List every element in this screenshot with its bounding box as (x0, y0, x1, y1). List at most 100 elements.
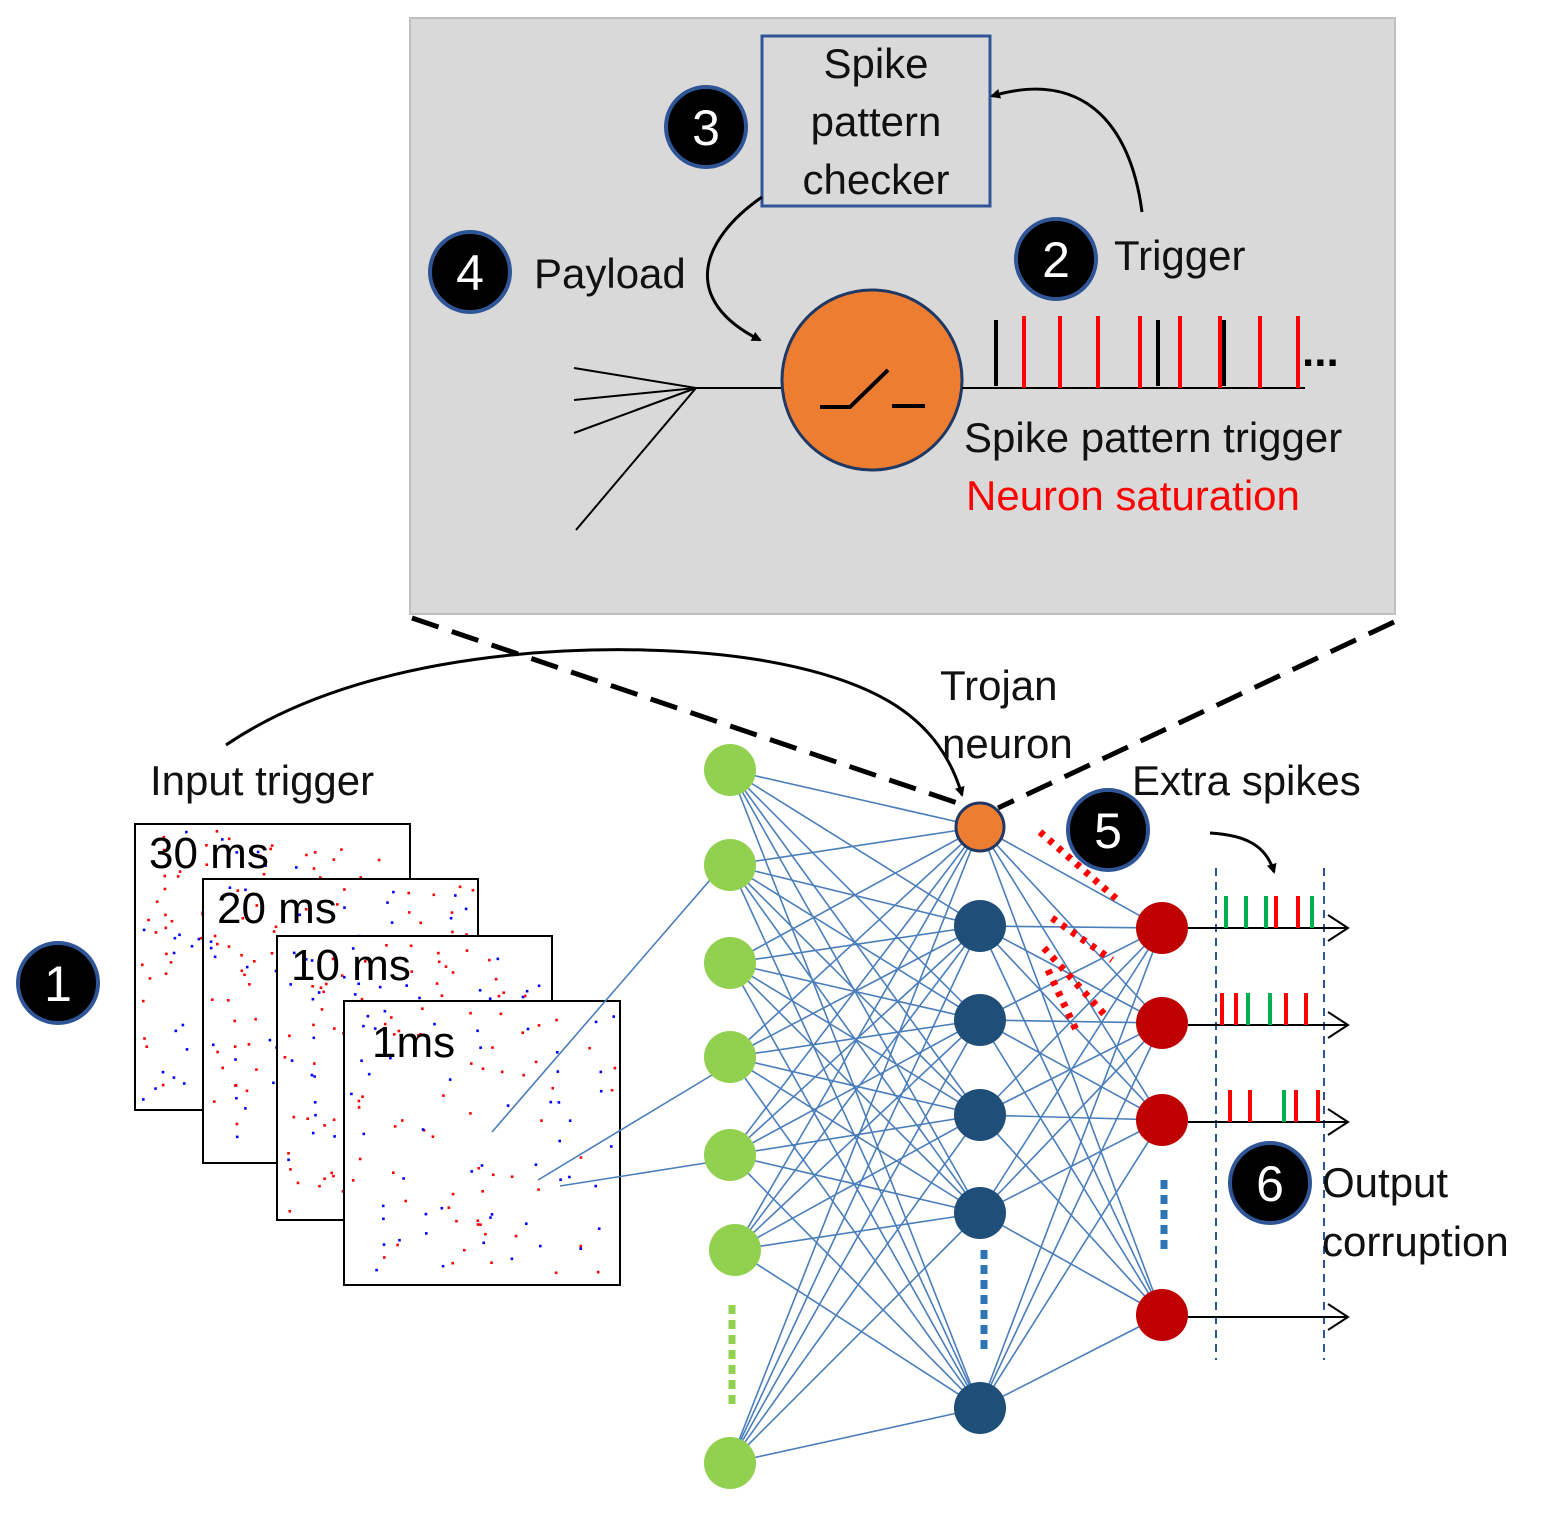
badge-number: 2 (1042, 232, 1070, 288)
spike-dot (234, 1058, 237, 1061)
badge-5-icon: 5 (1066, 788, 1150, 872)
payload-arrow (706, 195, 763, 342)
frame-time-label: 1ms (372, 1018, 455, 1067)
spike-dot (421, 1128, 425, 1131)
spike-dot (373, 1027, 377, 1030)
synapse (979, 826, 1163, 929)
spike-dot (221, 1066, 224, 1070)
spike-dot (357, 982, 360, 986)
spike-dot (298, 913, 301, 917)
spike-dot (340, 974, 344, 977)
spike-dot (437, 960, 441, 964)
synapse (734, 1212, 981, 1251)
spike-dot (463, 1248, 466, 1252)
badge-number: 4 (456, 245, 484, 301)
spike-dot (295, 866, 298, 869)
spike-dot (155, 900, 159, 903)
spike-dot (247, 1043, 251, 1046)
output-train (1188, 993, 1350, 1039)
spike-dot (451, 930, 454, 934)
spike-dot (454, 894, 457, 897)
spike-dot (197, 937, 201, 941)
spike-dot (310, 959, 314, 962)
spike-dot (148, 977, 152, 980)
inset-spike-train (962, 316, 1305, 389)
spike-dot (235, 1096, 238, 1100)
spike-dot (215, 830, 219, 833)
synapse (729, 962, 981, 1409)
spike-dot (551, 1086, 554, 1090)
spike-dot (254, 1017, 257, 1021)
spike-dot (228, 886, 232, 889)
output-train (1188, 1090, 1350, 1136)
spike-dot (332, 1174, 335, 1178)
output-neuron (1136, 1094, 1188, 1146)
spike-dot (424, 1212, 428, 1216)
spike-dot (470, 1062, 473, 1065)
spike-dot (270, 952, 274, 955)
spike-dot (525, 1222, 528, 1225)
spike-dot (534, 1163, 538, 1166)
spike-dot (471, 888, 475, 892)
synapse (979, 925, 1163, 1316)
spike-dot (303, 971, 306, 975)
spike-dot (484, 1232, 487, 1236)
synapse (979, 826, 1163, 1024)
spike-dot (386, 901, 389, 904)
spike-dot (392, 975, 396, 979)
spike-dot (213, 955, 217, 959)
spike-dot (262, 872, 266, 876)
neuron-saturation-label: Neuron saturation (966, 472, 1300, 519)
spike-dot (526, 1027, 530, 1031)
spike-dot (353, 993, 357, 996)
spike-pattern-trigger-label: Spike pattern trigger (964, 414, 1342, 461)
output-neuron (1136, 902, 1188, 954)
spike-dot (311, 1131, 315, 1135)
trigger-arrow (990, 87, 1144, 213)
spike-dot (322, 990, 325, 994)
spike-dot (182, 1082, 186, 1085)
synapse (734, 925, 981, 1251)
spike-dot (478, 989, 482, 992)
spike-dot (283, 1056, 287, 1059)
output-train (1188, 896, 1350, 942)
input-neuron (704, 744, 756, 796)
spike-dot (449, 916, 453, 920)
inset-panel: Spike pattern checker Trigger Payload ..… (409, 17, 1396, 615)
spike-dot (506, 1104, 510, 1107)
spike-dot (390, 1016, 393, 1019)
output-neuron (1136, 1289, 1188, 1341)
spike-dot (212, 1043, 215, 1047)
hidden-neuron (954, 1089, 1006, 1141)
spike-dot (579, 1247, 582, 1250)
spike-dot (523, 994, 527, 998)
spike-dot (357, 1106, 361, 1109)
spike-dot (385, 944, 388, 947)
spike-dot (305, 853, 308, 857)
spike-dot (558, 1139, 561, 1143)
spike-pattern-checker-box (760, 34, 992, 208)
arrowhead-icon (1327, 1303, 1350, 1331)
spike-dot (392, 1171, 395, 1174)
synapse (734, 826, 981, 1251)
badge-number: 1 (44, 956, 72, 1012)
spike-dot (270, 844, 274, 847)
spike-dot (310, 1073, 314, 1077)
synapse (729, 925, 981, 964)
spike-dot (392, 890, 395, 894)
spike-dot (490, 1213, 494, 1216)
spike-dot (425, 1232, 428, 1235)
spike-dot (393, 1125, 397, 1128)
spike-dot (259, 854, 262, 858)
spike-dot (333, 1027, 336, 1030)
spike-dot (479, 1223, 482, 1226)
spike-dot (510, 1175, 514, 1178)
spike-dot (554, 1271, 558, 1275)
spike-dot (383, 1009, 387, 1013)
spike-dot (304, 908, 308, 911)
input-neuron (704, 1031, 756, 1083)
spike-dot (317, 991, 321, 994)
spike-dot (568, 1119, 572, 1122)
spike-dot (383, 1022, 387, 1026)
